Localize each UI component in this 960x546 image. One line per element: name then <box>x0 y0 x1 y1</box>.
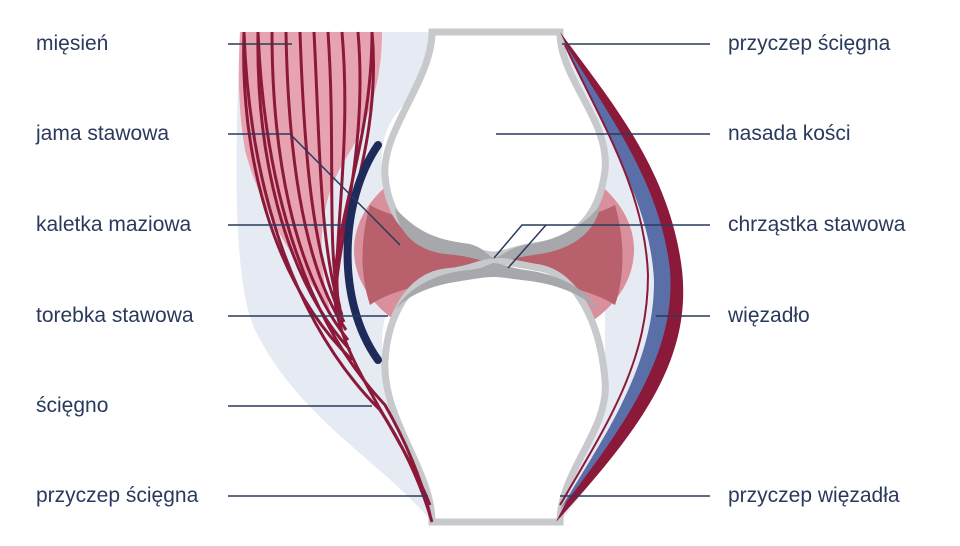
label-jama-stawowa: jama stawowa <box>36 122 170 145</box>
leader-lines <box>228 43 710 497</box>
bursa <box>343 141 382 364</box>
label-chrzastka-stawowa: chrząstka stawowa <box>728 213 906 236</box>
upper-cartilage <box>395 205 600 262</box>
leader-line-jama-stawowa <box>228 133 401 246</box>
label-nasada-kosci: nasada kości <box>728 122 851 145</box>
label-przyczep-wiezadla: przyczep więzadła <box>728 484 900 507</box>
leader-line-chrzastka-stawowa-2 <box>507 224 547 269</box>
lower-cartilage <box>395 263 600 312</box>
tendon <box>242 31 434 523</box>
label-miesien: mięsień <box>36 32 109 55</box>
ligament-outer <box>556 32 684 522</box>
upper-bone <box>381 28 609 259</box>
leader-line-chrzastka-stawowa <box>493 224 710 259</box>
label-sciegno: ścięgno <box>36 394 109 417</box>
label-torebka-stawowa: torebka stawowa <box>36 304 194 327</box>
label-przyczep-sciegna-left: przyczep ścięgna <box>36 484 199 507</box>
muscle-fibres <box>242 31 376 362</box>
label-kaletka-maziowa: kaletka maziowa <box>36 213 192 236</box>
label-przyczep-sciegna-right: przyczep ścięgna <box>728 32 891 55</box>
label-wiezadlo: więzadło <box>728 304 810 327</box>
ligament-inner-edge <box>559 44 650 506</box>
lower-bone <box>381 258 609 526</box>
